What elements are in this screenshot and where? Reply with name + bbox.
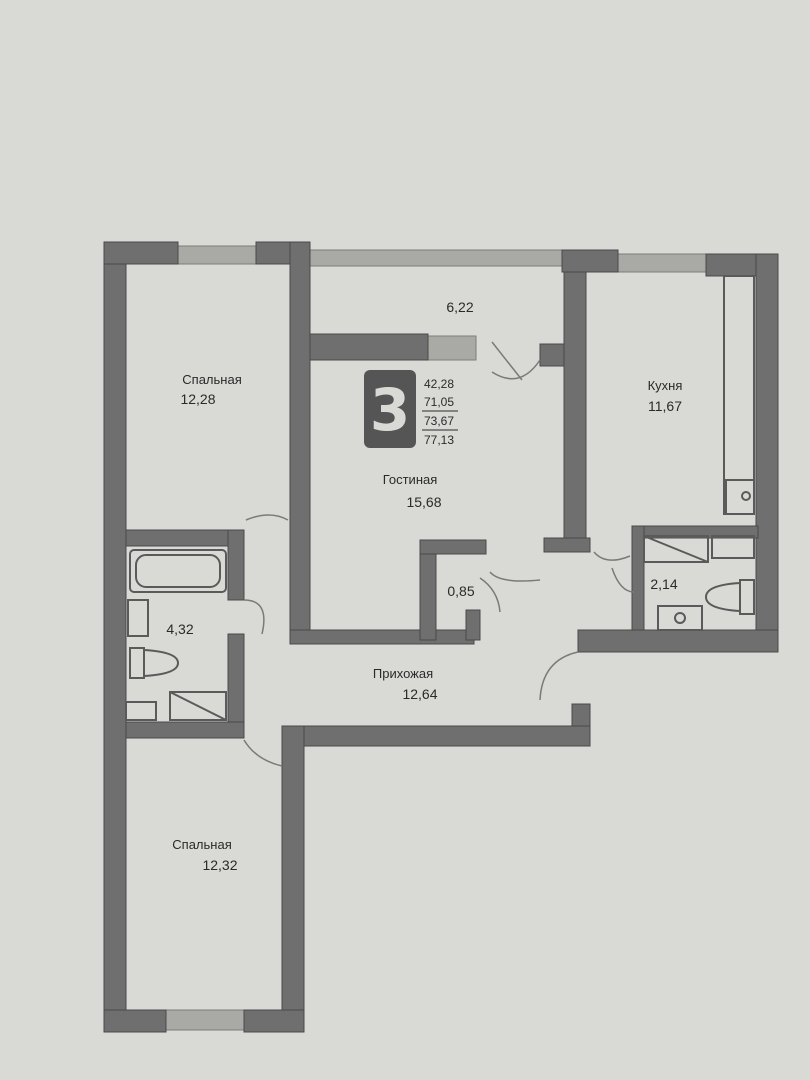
wall-hall-bottom xyxy=(285,725,591,747)
wall-bath-right xyxy=(227,529,245,601)
area-summary: 42,28 71,05 73,67 77,13 xyxy=(422,377,458,447)
wc-sink xyxy=(711,535,755,559)
bath-cabinet xyxy=(125,701,157,721)
room-count-number: 3 xyxy=(370,376,410,444)
door-bedroom-top xyxy=(245,514,289,521)
balcony-area: 6,22 xyxy=(446,299,473,315)
closet-area: 0,85 xyxy=(447,583,474,599)
bath-sink xyxy=(127,599,149,637)
wall-outer-right xyxy=(755,253,779,651)
doors xyxy=(243,341,635,767)
window-balcony xyxy=(309,249,563,267)
door-entrance xyxy=(539,651,579,701)
kitchen-stove-burner xyxy=(741,491,751,501)
room-count-badge-bg xyxy=(364,370,416,448)
summary-total-area: 71,05 xyxy=(424,395,454,409)
bathroom-area: 4,32 xyxy=(166,621,193,637)
door-balcony xyxy=(491,341,541,381)
wall-closet-left xyxy=(419,539,437,641)
summary-area-full: 77,13 xyxy=(424,433,454,447)
wc-cabinet-diag xyxy=(643,535,709,563)
bathtub-inner xyxy=(135,554,221,588)
wc-area: 2,14 xyxy=(650,576,677,592)
room-labels: Спальная 12,28 6,22 Гостиная 15,68 Кухня… xyxy=(166,299,682,873)
bath-washer-diag xyxy=(169,691,227,721)
door-wc xyxy=(611,567,635,593)
wall-kitchen-bottom-left xyxy=(543,537,591,553)
window-kitchen xyxy=(617,253,707,273)
wall-bottom-left xyxy=(103,1009,167,1033)
wc-toilet xyxy=(704,579,755,615)
wall-top-left-a xyxy=(103,241,179,265)
window-bedroom-top xyxy=(177,245,257,265)
hall-area: 12,64 xyxy=(402,686,437,702)
wall-wc-left xyxy=(631,525,645,633)
kitchen-area: 11,67 xyxy=(648,398,682,414)
bath-washer xyxy=(169,691,227,721)
bath-toilet xyxy=(129,647,180,679)
door-closet xyxy=(479,577,501,613)
wall-kitchen-top-left xyxy=(561,249,619,273)
wall-closet-right-stub xyxy=(465,609,481,641)
bedroom-top-area: 12,28 xyxy=(180,391,215,407)
wall-bedroom-living xyxy=(289,241,311,643)
window-balcony-door xyxy=(427,335,477,361)
wall-living-kitchen xyxy=(563,249,587,551)
door-bedroom-bottom xyxy=(243,739,283,767)
bedroom-bottom-area: 12,32 xyxy=(202,857,237,873)
wall-bath-top xyxy=(125,529,245,547)
wall-lower-right xyxy=(577,629,779,653)
living-label: Гостиная xyxy=(383,472,438,487)
wc-shower-drain xyxy=(674,612,686,624)
fixtures xyxy=(125,275,755,721)
summary-area-with-balcony: 73,67 xyxy=(424,414,454,428)
wall-bath-bottom xyxy=(125,721,245,739)
door-living xyxy=(489,571,541,582)
wc-cabinet xyxy=(643,535,709,563)
bathtub xyxy=(129,549,227,593)
room-count-badge: 3 xyxy=(364,370,416,448)
kitchen-label: Кухня xyxy=(648,378,683,393)
kitchen-stove xyxy=(725,479,755,515)
living-area: 15,68 xyxy=(406,494,441,510)
wall-living-bottom xyxy=(289,629,475,645)
walls xyxy=(103,241,779,1033)
door-kitchen xyxy=(593,551,631,561)
summary-living-area: 42,28 xyxy=(424,377,454,391)
wall-balcony-bottom xyxy=(309,333,429,361)
hall-label: Прихожая xyxy=(373,666,433,681)
wall-closet-top xyxy=(419,539,487,555)
bedroom-top-label: Спальная xyxy=(182,372,241,387)
window-bedroom-bottom xyxy=(165,1009,245,1031)
wall-outer-left xyxy=(103,241,127,1031)
door-bathroom xyxy=(243,599,265,635)
wall-bedroom-bottom-right xyxy=(281,725,305,1033)
wc-shower xyxy=(657,605,703,631)
bedroom-bottom-label: Спальная xyxy=(172,837,231,852)
wall-bath-right-lower xyxy=(227,633,245,725)
wall-bottom-right xyxy=(243,1009,305,1033)
